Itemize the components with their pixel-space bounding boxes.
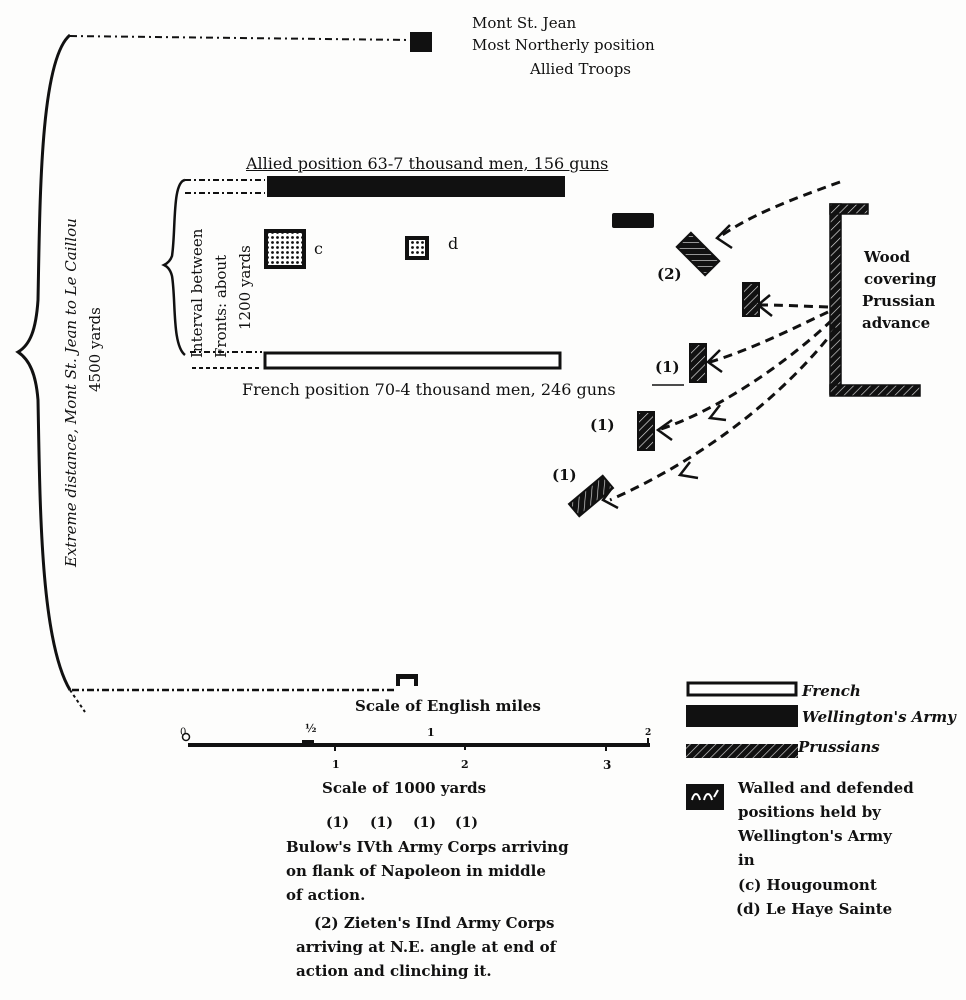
bulow-marker-a: (1) — [655, 358, 680, 376]
allied-detachment-bar — [612, 213, 654, 228]
note-marker-2: (1) — [370, 815, 393, 831]
hougoumont-letter: c — [314, 239, 323, 258]
legend-wellington-label: Wellington's Army — [802, 708, 956, 726]
yards-tick-2: 2 — [461, 758, 469, 771]
french-position-bar — [263, 351, 562, 370]
zieten-note-line2: arriving at N.E. angle at end of — [296, 938, 557, 956]
bulow-marker-c: (1) — [552, 466, 577, 484]
zieten-note-line1: (2) Zieten's IInd Army Corps — [314, 914, 555, 932]
legend-walled-line4: in — [738, 851, 755, 869]
interval-label-line3: 1200 yards — [236, 245, 254, 330]
prussian-advance-arrows — [609, 180, 841, 502]
legend-prussian-swatch — [686, 744, 798, 758]
allied-position-label: Allied position 63-7 thousand men, 156 g… — [246, 154, 609, 173]
french-position-label: French position 70-4 thousand men, 246 g… — [242, 380, 616, 399]
legend-walled-line1: Walled and defended — [738, 779, 914, 797]
bulow-note-line1: Bulow's IVth Army Corps arriving — [286, 838, 569, 856]
miles-scale-title: Scale of English miles — [355, 697, 541, 715]
interval-label-line2: Fronts: about — [212, 254, 230, 358]
zieten-note-line3: action and clinching it. — [296, 962, 492, 980]
bulow-note-line3: of action. — [286, 886, 366, 904]
arrowheads — [601, 224, 773, 510]
prussian-bulow-block-2 — [689, 343, 707, 383]
extreme-distance-label: Extreme distance, Mont St. Jean to Le Ca… — [62, 218, 80, 567]
extreme-distance-brace — [15, 33, 72, 691]
zieten-corps-marker: (2) — [657, 265, 682, 283]
wood-label-line2: covering — [864, 270, 937, 288]
la-haye-sainte-marker — [405, 236, 429, 260]
yards-tick-1: 1 — [332, 758, 340, 771]
prussian-bulow-block-3 — [637, 411, 655, 451]
legend-french-label: French — [802, 682, 861, 700]
extreme-distance-yards: 4500 yards — [86, 307, 104, 392]
allied-position-bar — [267, 176, 565, 197]
wood-bracket — [829, 203, 921, 397]
legend-walled-line2: positions held by — [738, 803, 881, 821]
prussian-bulow-block-1 — [742, 282, 760, 317]
hougoumont-marker — [264, 229, 306, 269]
le-caillou-marker — [396, 674, 418, 686]
legend-hougoumont: (c) Hougoumont — [738, 876, 877, 894]
wood-label-line4: advance — [862, 314, 931, 332]
bulow-note-line2: on flank of Napoleon in middle — [286, 862, 546, 880]
prussian-bulow-block-4 — [567, 474, 615, 518]
prussian-zieten-block — [675, 231, 721, 277]
yards-scale-title: Scale of 1000 yards — [322, 779, 487, 797]
extreme-distance-text: Extreme distance, Mont St. Jean to Le Ca… — [62, 218, 80, 567]
legend-walled-line3: Wellington's Army — [738, 827, 892, 845]
bulow-marker-b: (1) — [590, 416, 615, 434]
legend-french-swatch — [686, 681, 798, 697]
mont-st-jean-marker — [410, 32, 432, 52]
miles-tick-1: 1 — [427, 726, 435, 739]
legend-prussians-label: Prussians — [798, 738, 880, 756]
note-marker-3: (1) — [413, 815, 436, 831]
mont-st-jean-label: Mont St. Jean — [472, 14, 577, 32]
scale-bar — [181, 732, 650, 751]
allied-troops-label: Allied Troops — [530, 60, 632, 78]
interval-label-line1: Interval between — [188, 228, 206, 358]
northerly-position-label: Most Northerly position — [472, 36, 655, 54]
miles-tick-2: 2 — [645, 728, 652, 738]
wood-label-line1: Wood — [864, 248, 911, 266]
note-marker-1: (1) — [326, 815, 349, 831]
miles-tick-half: ½ — [305, 722, 317, 735]
legend-wellington-swatch — [686, 705, 798, 727]
miles-tick-0: 0 — [180, 727, 187, 738]
interval-brace — [161, 178, 186, 356]
note-marker-4: (1) — [455, 815, 478, 831]
la-haye-sainte-letter: d — [448, 234, 459, 253]
yards-tick-3: 3 — [603, 758, 612, 772]
mont-st-jean-extent-line — [69, 35, 411, 41]
legend-la-haye-sainte: (d) Le Haye Sainte — [736, 900, 893, 918]
wood-label-line3: Prussian — [862, 292, 936, 310]
